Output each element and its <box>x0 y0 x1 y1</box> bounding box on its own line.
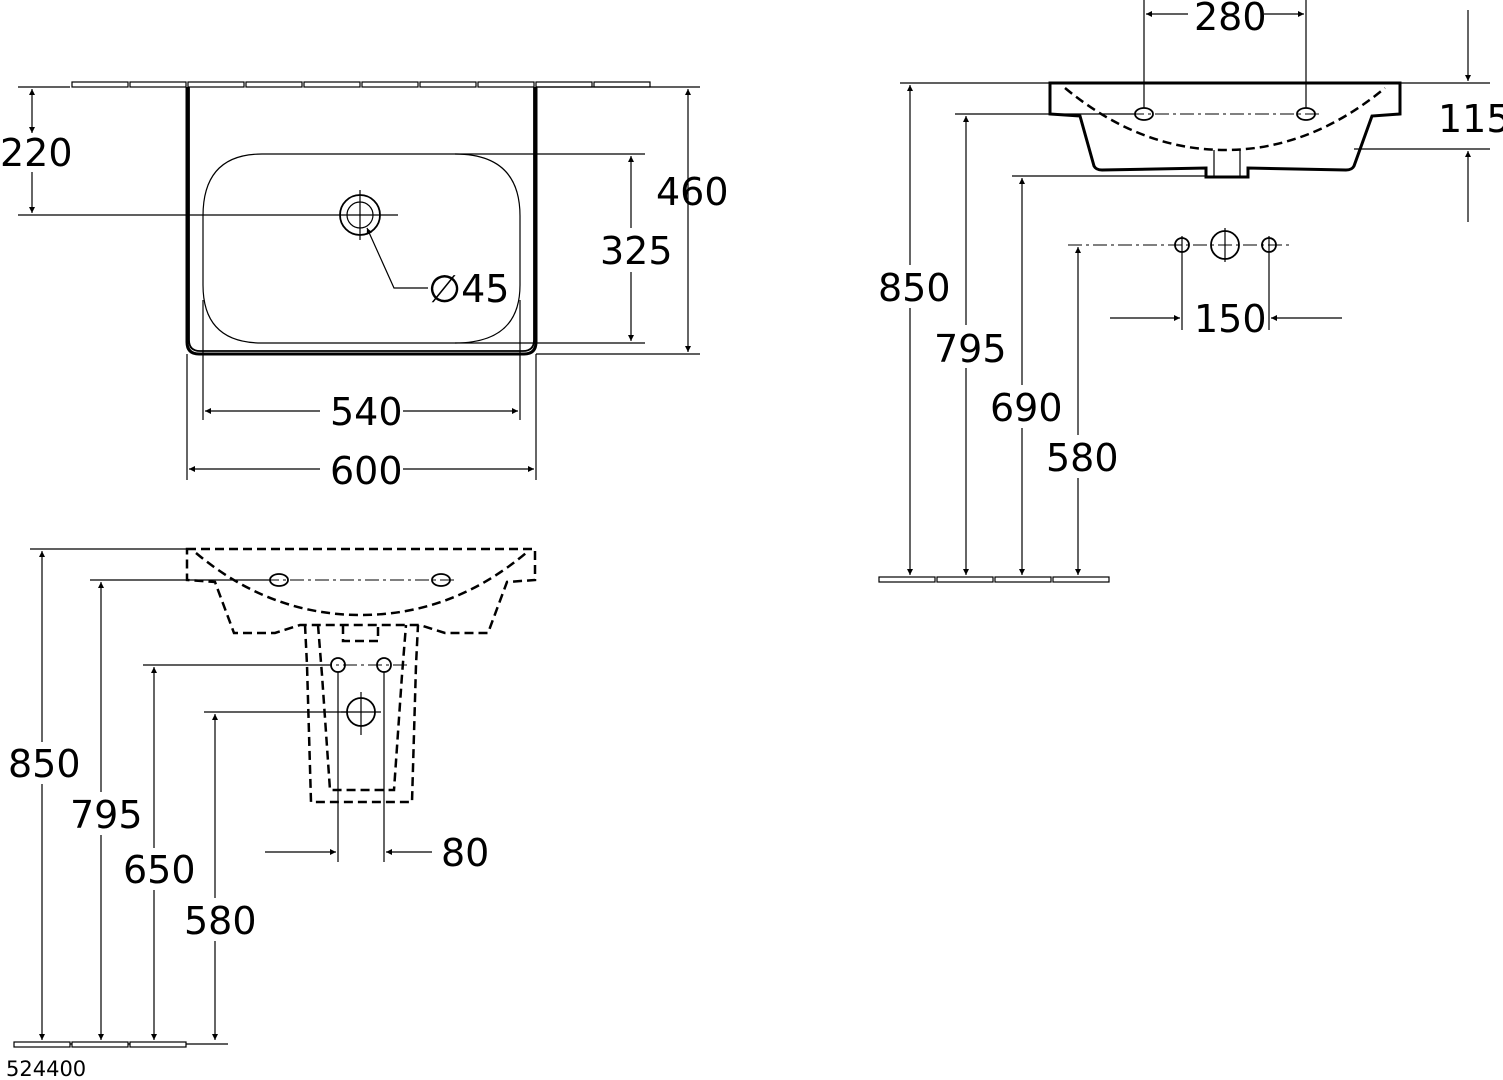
dim-650-front-label: 650 <box>123 848 196 892</box>
floor-strip <box>878 576 1110 583</box>
dim-220-label: 220 <box>0 131 73 175</box>
dim-150-label: 150 <box>1194 297 1267 341</box>
dim-850-side-label: 850 <box>878 266 951 310</box>
dim-850-front-label: 850 <box>8 742 81 786</box>
dim-80-label: 80 <box>441 831 489 875</box>
pedestal-dashed <box>303 624 420 804</box>
basin-outline <box>185 87 538 356</box>
basin-bowl <box>202 153 521 344</box>
dim-280-label: 280 <box>1194 0 1267 39</box>
side-view: 280 115 150 850 795 <box>878 0 1503 583</box>
dim-580-front-label: 580 <box>184 899 257 943</box>
wall-strip <box>71 81 651 88</box>
floor-strip-front <box>13 1041 228 1048</box>
connection-points-icon <box>1068 228 1290 262</box>
drawing-code: 524400 <box>6 1057 86 1080</box>
dim-115-label: 115 <box>1438 97 1503 141</box>
dim-690-side-label: 690 <box>990 386 1063 430</box>
overflow-hole-icon <box>1130 107 1320 121</box>
dim-460-label: 460 <box>656 170 729 214</box>
tap-hole-icon <box>330 190 398 240</box>
dim-580-side-label: 580 <box>1046 436 1119 480</box>
dim-600-label: 600 <box>330 449 403 493</box>
front-view: 80 850 795 650 580 524400 <box>6 547 537 1080</box>
basin-front-dashed <box>185 547 537 635</box>
dim-795-side-label: 795 <box>934 327 1007 371</box>
basin-side-profile <box>1048 81 1402 179</box>
dim-795-front-label: 795 <box>70 793 143 837</box>
dim-diameter-label: ∅45 <box>428 267 509 311</box>
overflow-hole-front-icon <box>265 573 455 587</box>
connection-points-front-icon <box>318 657 410 735</box>
top-view: ∅45 220 460 325 540 600 <box>0 81 729 493</box>
dim-325-label: 325 <box>600 229 673 273</box>
dim-540-label: 540 <box>330 390 403 434</box>
